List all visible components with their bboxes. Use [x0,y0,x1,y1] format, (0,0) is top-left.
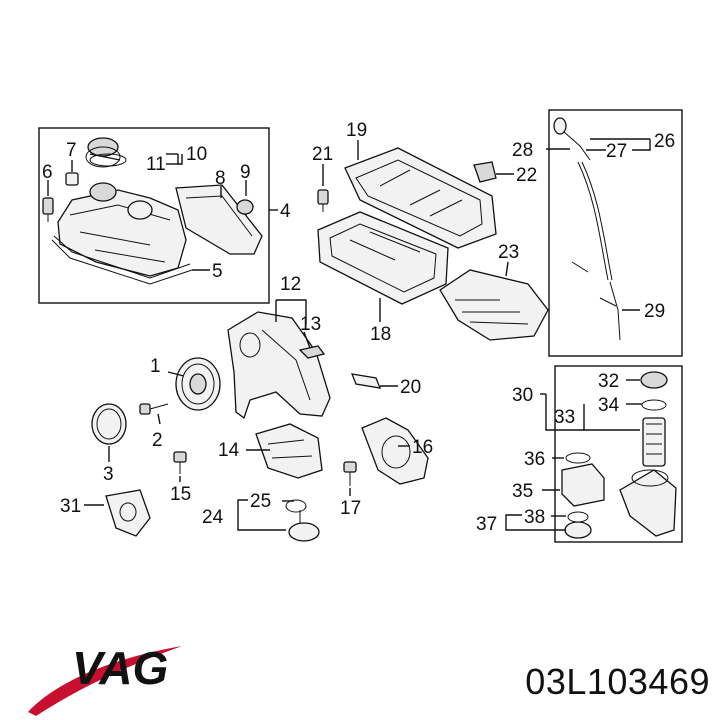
dipstick-drawing [553,117,621,341]
heat-shield-drawing [361,417,429,485]
callout-21: 21 [312,144,333,165]
callout-24: 24 [202,507,224,528]
callout-27: 27 [606,141,627,162]
oil-cooler-drawing [561,452,605,539]
callout-28: 28 [512,140,533,161]
upper-oil-pan-drawing [317,147,497,249]
callout-37: 37 [476,514,497,535]
bolt-15-drawing [173,451,187,474]
callout-29: 29 [644,301,665,322]
callout-33: 33 [554,407,575,428]
part-number: 03L103469 [525,661,710,702]
callout-5: 5 [212,261,223,282]
valve-cover-group-box [38,127,270,304]
callout-18: 18 [370,324,391,345]
callout-25: 25 [250,491,271,512]
callout-16: 16 [412,437,433,458]
callout-6: 6 [42,162,53,183]
lower-oil-pan-drawing [317,211,449,305]
callout-12: 12 [280,274,301,295]
oil-filter-group-box [554,365,683,543]
pulley-drawing [175,357,221,411]
callout-3: 3 [103,464,114,485]
timing-cover-drawing [227,311,331,420]
timing-cover-lower-drawing [255,423,323,479]
leader-lines [47,138,651,531]
callout-9: 9 [240,162,251,183]
vag-logo: VAG [28,642,182,716]
callout-labels: 1 2 3 4 5 6 7 8 9 10 11 12 13 14 15 16 1… [42,120,675,535]
callout-15: 15 [170,484,191,505]
bolt-2-drawing [139,403,169,415]
callout-14: 14 [218,440,240,461]
baffle-plate-drawing [439,269,549,341]
callout-2: 2 [152,430,163,451]
logo-swoosh [28,646,182,716]
callout-36: 36 [524,449,545,470]
callout-11: 11 [146,154,166,175]
cover-plate-31-drawing [105,489,151,537]
callout-19: 19 [346,120,367,141]
callout-23: 23 [498,242,519,263]
callout-26: 26 [654,131,675,152]
callout-30: 30 [512,385,533,406]
callout-38: 38 [524,507,545,528]
callout-32: 32 [598,371,619,392]
callout-35: 35 [512,481,533,502]
callout-10: 10 [186,144,207,165]
callout-34: 34 [598,395,620,416]
valve-cover-drawing [51,182,193,285]
callout-17: 17 [340,498,361,519]
cover-bolt-drawing [42,172,79,222]
bolt-17-drawing [343,461,357,486]
bracket-20-drawing [350,373,382,389]
logo-text: VAG [72,642,168,694]
callout-1: 1 [150,356,161,377]
oil-filter-drawing [619,371,677,537]
cover-gasket-drawing [175,184,263,255]
seal-drawing [91,403,127,445]
oil-filler-cap-drawing [85,137,127,168]
callout-7: 7 [66,140,77,161]
callout-31: 31 [60,496,81,517]
callout-13: 13 [300,314,321,335]
callout-4: 4 [280,201,291,222]
callout-22: 22 [516,165,537,186]
dipstick-group-box [548,109,683,357]
oil-pump-pickup-drawing [285,499,320,542]
callout-20: 20 [400,377,421,398]
callout-8: 8 [215,168,226,189]
